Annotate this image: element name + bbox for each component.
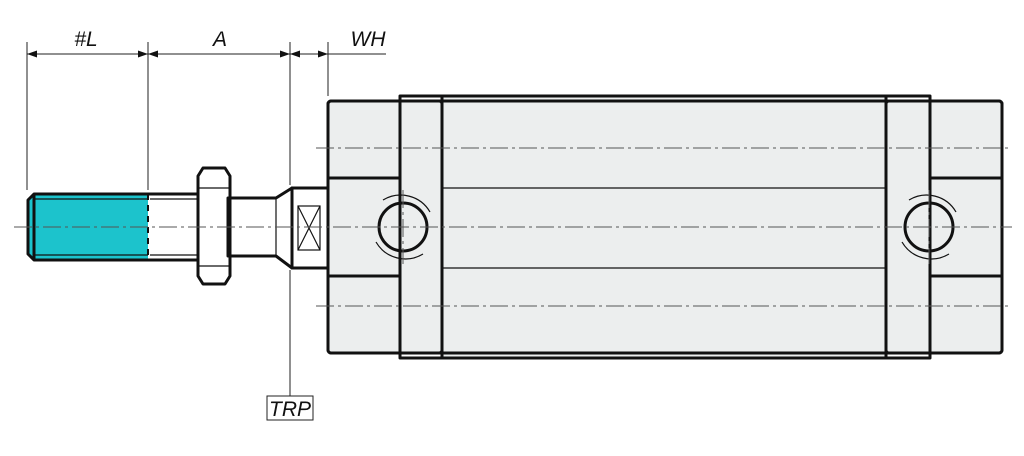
center-lines	[14, 147, 1012, 307]
hex-nut-icon	[196, 166, 232, 286]
dimensions: #L A WH TRP	[26, 28, 387, 421]
wrench-flat-icon	[297, 205, 321, 251]
piston-rod-assembly	[26, 166, 330, 286]
rod-neck	[226, 186, 294, 270]
dim-label-l: #L	[74, 28, 97, 51]
dim-label-wh: WH	[351, 28, 387, 51]
rod-bushing	[290, 186, 330, 270]
ref-box	[266, 395, 314, 421]
ref-box-label: TRP	[269, 398, 311, 421]
dim-label-a: A	[211, 28, 227, 51]
